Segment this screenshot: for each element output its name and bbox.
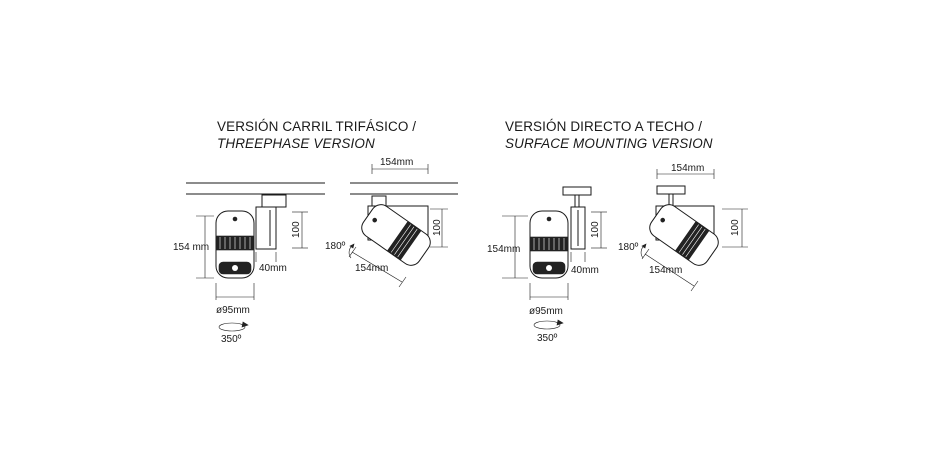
track-adapter [261, 194, 287, 208]
rotation-arrow-icon [218, 321, 249, 332]
surface-front-depth-label: 40mm [571, 265, 599, 276]
surface-front-side-height-label: 100 [590, 221, 601, 238]
surface-front-height-label: 154mm [487, 244, 520, 255]
track-front-view: 154 mm 100 40mm ø95mm 350º [173, 182, 325, 345]
surface-version-title-block: VERSIÓN DIRECTO A TECHO / SURFACE MOUNTI… [505, 118, 713, 152]
surface-rotation-arrow-icon [533, 319, 564, 330]
tilted-ceiling-canopy [656, 185, 686, 195]
surface-tilted-side-height-label: 100 [730, 219, 741, 236]
surface-front-view: 154mm 100 40mm ø95mm 350º [487, 186, 607, 344]
tilt-arrow-icon [348, 243, 355, 259]
track-front-depth-label: 40mm [259, 263, 287, 274]
surface-tilted-view: 154mm 100 180º 154mm [618, 163, 748, 292]
surface-front-rotation-label: 350º [537, 333, 558, 344]
track-tilted-bottom-length-label: 154mm [355, 263, 388, 274]
surface-tilted-bottom-length-label: 154mm [649, 265, 682, 276]
track-version-title: VERSIÓN CARRIL TRIFÁSICO / [217, 119, 417, 134]
track-tilted-side-height-label: 100 [432, 219, 443, 236]
track-tilted-top-width-label: 154mm [380, 157, 413, 168]
ceiling-canopy [562, 186, 592, 196]
surface-tilted-top-width-label: 154mm [671, 163, 704, 174]
lamp-body-front [215, 210, 255, 279]
track-tilted-view: 154mm 100 180º 154mm [325, 157, 458, 288]
track-front-diameter-label: ø95mm [216, 305, 250, 316]
surface-tilt-arrow-icon [640, 243, 647, 259]
lamp-side-profile [255, 206, 277, 250]
surface-version-title: VERSIÓN DIRECTO A TECHO / [505, 119, 703, 134]
surface-tilted-tilt-label: 180º [618, 242, 639, 253]
track-front-height-label: 154 mm [173, 242, 209, 253]
tilted-lamp-body [361, 204, 431, 266]
track-front-side-height-label: 100 [291, 221, 302, 238]
surface-front-diameter-label: ø95mm [529, 306, 563, 317]
track-front-rotation-label: 350º [221, 334, 242, 345]
track-tilted-tilt-label: 180º [325, 241, 346, 252]
track-version-subtitle: THREEPHASE VERSION [217, 136, 375, 151]
surface-version-subtitle: SURFACE MOUNTING VERSION [505, 136, 713, 151]
track-version-title-block: VERSIÓN CARRIL TRIFÁSICO / THREEPHASE VE… [217, 118, 416, 152]
surface-tilted-lamp-body [649, 204, 719, 266]
surface-lamp-body-front [529, 210, 569, 279]
